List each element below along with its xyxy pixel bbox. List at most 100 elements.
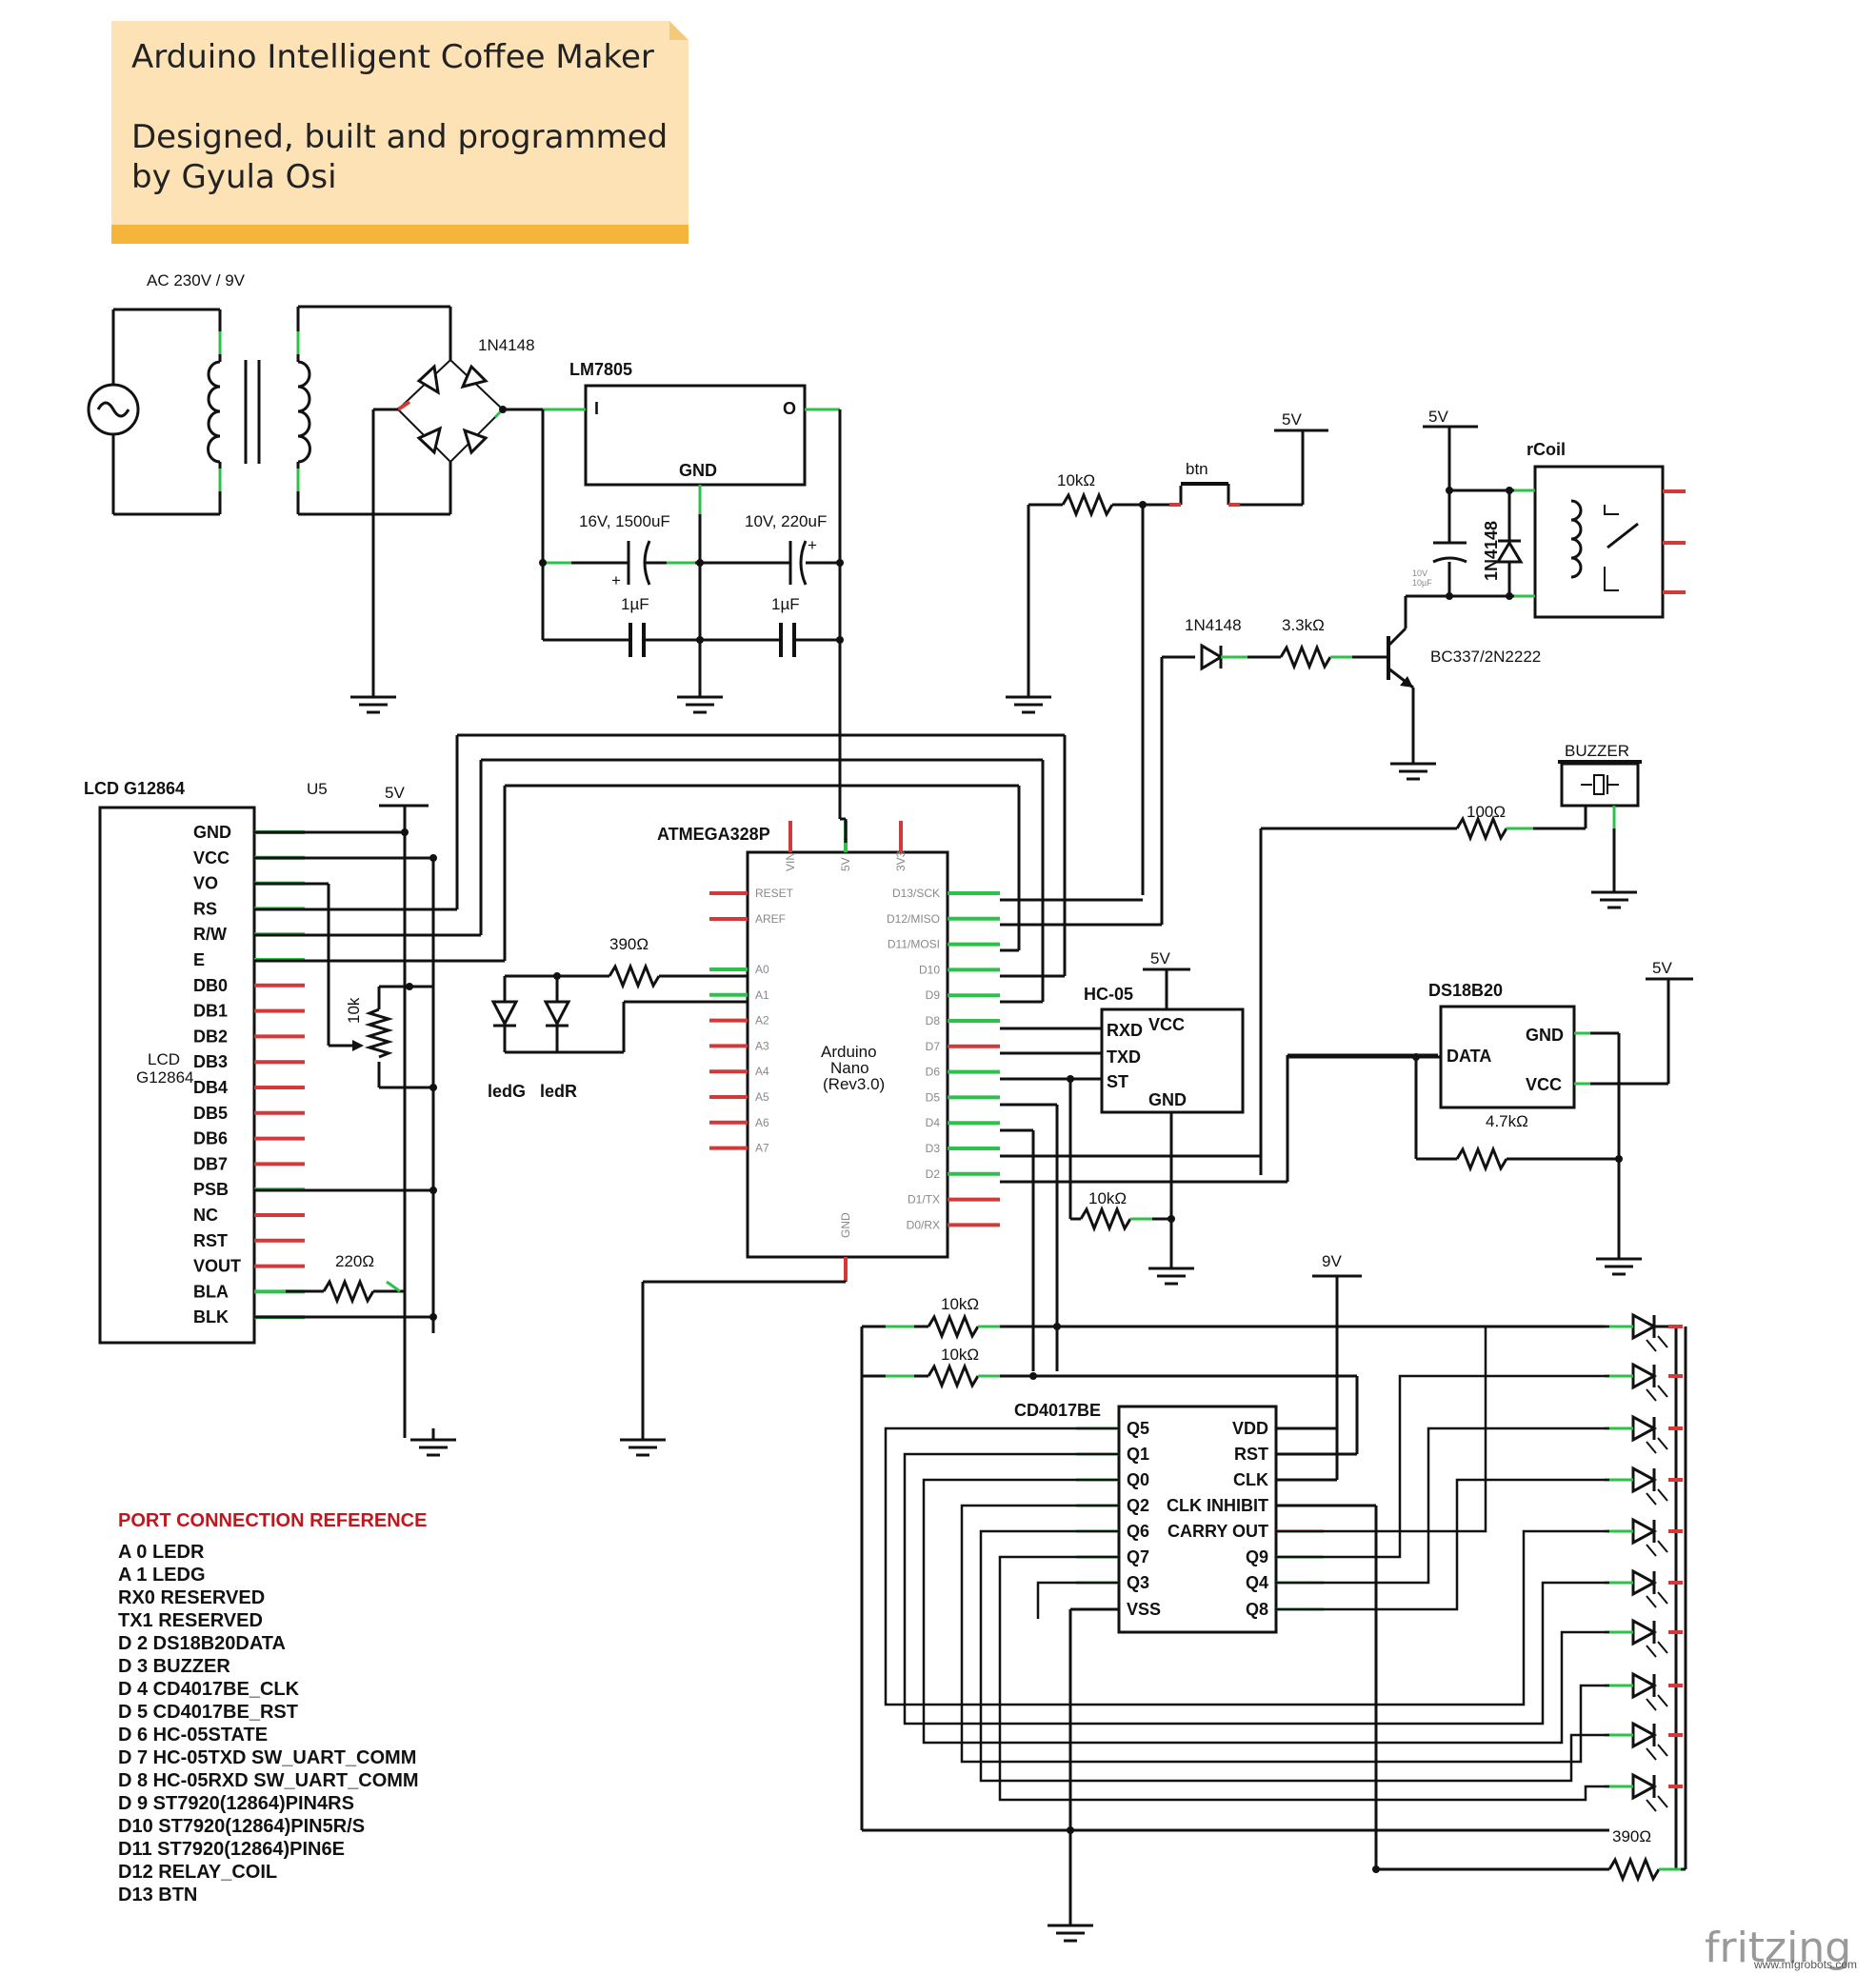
led-wire	[884, 1426, 1609, 1706]
lcd-pin-label: BLA	[193, 1282, 229, 1301]
led-icon	[1631, 1618, 1658, 1646]
reference-row: RX0 RESERVED	[118, 1587, 266, 1608]
reference-row: TX1 RESERVED	[118, 1610, 263, 1631]
led-ray	[1657, 1540, 1668, 1553]
ledr-label: ledR	[540, 1082, 577, 1101]
led-ray	[1646, 1747, 1657, 1761]
title-note: Arduino Intelligent Coffee Maker Designe…	[111, 21, 689, 244]
mcu-bottom-pin-label: GND	[839, 1212, 852, 1238]
svg-text:DATA: DATA	[1447, 1047, 1491, 1066]
lcd-pin-label: VO	[193, 874, 218, 893]
led-ray	[1657, 1385, 1668, 1398]
lcd-pin-label: BLK	[193, 1307, 229, 1327]
ground-icon	[1589, 879, 1639, 909]
led-ray	[1657, 1744, 1668, 1757]
cd-left-pin-label: Q0	[1127, 1470, 1149, 1489]
lcd-pin-label: DB7	[193, 1154, 228, 1173]
led-icon	[1631, 1414, 1658, 1443]
mcu-right-pin-label: D11/MOSI	[888, 938, 940, 951]
led-ray	[1646, 1544, 1657, 1557]
buzzer	[1259, 760, 1642, 1175]
mcu-right-pin-label: D1/TX	[908, 1193, 940, 1207]
ground-icon	[675, 684, 725, 714]
svg-text:TXD: TXD	[1107, 1047, 1141, 1067]
v5-ds-label: 5V	[1652, 959, 1672, 977]
led-resistor-390-label: 390Ω	[1612, 1827, 1651, 1845]
cd-right-pin-label: CLK	[1233, 1470, 1268, 1489]
ground-icon	[618, 1426, 668, 1457]
ground-icon	[1004, 684, 1053, 714]
cd-left-pin-label: Q1	[1127, 1445, 1149, 1464]
arduino-nano: Arduino Nano (Rev3.0) RESETAREFA0A1A2A3A…	[709, 821, 1000, 1281]
led-ray	[1646, 1441, 1657, 1454]
ground-icon	[349, 684, 398, 714]
lcd-pin-label: VCC	[193, 848, 230, 868]
lcd-pin-label: DB3	[193, 1052, 228, 1071]
led-ray	[1646, 1799, 1657, 1812]
buzzer-resistor-label: 100Ω	[1467, 803, 1506, 821]
reference-row: D 9 ST7920(12864)PIN4RS	[118, 1793, 354, 1814]
led-ray	[1657, 1437, 1668, 1450]
fritzing-logo: fritzing	[1705, 1924, 1852, 1972]
mcu-right-pin-label: D6	[926, 1066, 941, 1079]
led-chain	[884, 1312, 1687, 1884]
lcd-pin-label: RS	[193, 899, 217, 918]
lcd-pin-label: RST	[193, 1231, 228, 1250]
cd-resistor-b-label: 10kΩ	[941, 1346, 979, 1364]
led-wire	[960, 1504, 1609, 1764]
svg-text:VCC: VCC	[1526, 1075, 1562, 1094]
ds18b20: GND DATA VCC	[1287, 977, 1693, 1247]
cd-right-pin-label: Q4	[1246, 1573, 1268, 1592]
v5-relay-label: 5V	[1428, 408, 1448, 426]
btn-label: btn	[1186, 460, 1208, 478]
led-icon	[1631, 1312, 1658, 1341]
ground-icon	[1046, 1912, 1095, 1943]
v5-lcd-label: 5V	[385, 784, 405, 802]
cd-left-pin-label: Q5	[1127, 1419, 1149, 1438]
reference-row: D 5 CD4017BE_RST	[118, 1702, 298, 1723]
mcu-right-pin-label: D3	[926, 1142, 941, 1155]
cap1-label: 16V, 1500uF	[579, 512, 670, 530]
base-resistor-label: 3.3kΩ	[1282, 616, 1325, 634]
button-circuit	[1027, 429, 1328, 895]
reference-row: D10 ST7920(12864)PIN5R/S	[118, 1816, 366, 1837]
ds-resistor-label: 4.7kΩ	[1486, 1112, 1528, 1130]
mcu-left-pin-label: A3	[755, 1039, 769, 1052]
reference-row: D12 RELAY_COIL	[118, 1862, 278, 1883]
status-leds	[490, 962, 752, 1054]
svg-text:G12864: G12864	[136, 1068, 194, 1087]
led-icon	[1631, 1517, 1658, 1546]
cd-right-pin-label: Q9	[1246, 1547, 1268, 1566]
mcu-label: ATMEGA328P	[657, 825, 770, 844]
mcu-right-pin-label: D0/RX	[907, 1218, 940, 1231]
mcu-right-pin-label: D12/MISO	[887, 912, 940, 926]
cd-right-pin-label: RST	[1234, 1445, 1268, 1464]
reference-row: D 4 CD4017BE_CLK	[118, 1679, 300, 1700]
reference-row: D 6 HC-05STATE	[118, 1725, 269, 1746]
led-wire	[1276, 1374, 1609, 1559]
filter-capacitors: ++	[539, 536, 844, 657]
led-icon	[1631, 1568, 1658, 1597]
reference-title: PORT CONNECTION REFERENCE	[118, 1510, 428, 1531]
buzzer-label: BUZZER	[1565, 742, 1629, 760]
svg-text:+: +	[611, 571, 621, 589]
led-ray	[1646, 1388, 1657, 1402]
lcd-pin-label: R/W	[193, 925, 227, 944]
cd-left-pin-label: VSS	[1127, 1600, 1161, 1619]
mcu-right-pin-label: D9	[926, 988, 941, 1002]
note-title: Arduino Intelligent Coffee Maker	[131, 38, 654, 76]
svg-text:Arduino: Arduino	[821, 1043, 877, 1061]
credit-text: www.mfgrobots.com	[1754, 1958, 1858, 1971]
hc-resistor-label: 10kΩ	[1088, 1189, 1127, 1207]
transformer	[207, 305, 450, 516]
led-icon	[1631, 1721, 1658, 1749]
svg-text:LCD: LCD	[148, 1050, 180, 1068]
reference-row: D11 ST7920(12864)PIN6E	[118, 1839, 345, 1860]
btn-resistor-label: 10kΩ	[1057, 471, 1095, 489]
cd-left-pin-label: Q7	[1127, 1547, 1149, 1566]
mcu-left-pin-label: A6	[755, 1116, 769, 1129]
ac-source	[87, 308, 220, 516]
svg-text:GND: GND	[1526, 1026, 1564, 1045]
